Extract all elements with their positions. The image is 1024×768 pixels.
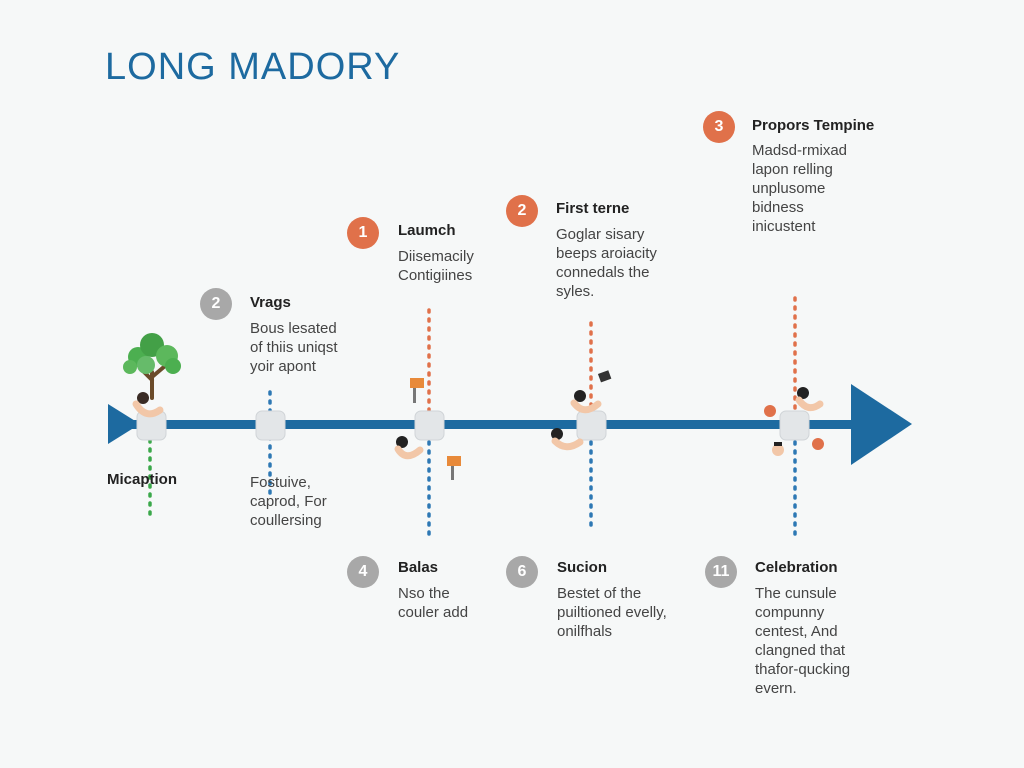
event-title: Vrags bbox=[250, 294, 291, 311]
timeline-node bbox=[576, 410, 607, 441]
start-label: Micaption bbox=[107, 471, 177, 488]
event-description: Madsd-rmixad lapon relling unplusome bid… bbox=[752, 142, 848, 235]
flag-icon bbox=[410, 378, 424, 403]
timeline-node bbox=[255, 410, 286, 441]
person-icon bbox=[132, 392, 164, 418]
timeline-tail bbox=[108, 404, 140, 444]
step-badge: 6 bbox=[506, 556, 538, 588]
event-description: Nso the couler add bbox=[398, 585, 469, 621]
timeline-bar bbox=[125, 420, 860, 429]
step-badge: 2 bbox=[200, 288, 232, 320]
person-icon bbox=[764, 405, 824, 456]
event-title: Balas bbox=[398, 559, 439, 576]
event-description: The cunsule compunny centest, And clangn… bbox=[755, 585, 851, 697]
event-title: Laumch bbox=[398, 222, 456, 239]
person-icon bbox=[551, 428, 584, 451]
step-badge: 3 bbox=[703, 111, 735, 143]
person-icon bbox=[570, 370, 612, 414]
timeline-arrowhead bbox=[851, 384, 912, 465]
event-description: Bous lesated of thiis uniqst yoir apont bbox=[250, 320, 338, 375]
timeline-node bbox=[414, 410, 445, 441]
node-note: Fostuive, caprod, For coullersing bbox=[250, 474, 327, 529]
step-badge: 4 bbox=[347, 556, 379, 588]
event-title: Celebration bbox=[755, 559, 838, 576]
flag-icon bbox=[447, 456, 461, 480]
event-title: Sucion bbox=[557, 559, 608, 576]
event-description: Goglar sisary beeps aroiacity connedals … bbox=[556, 226, 657, 300]
timeline-node bbox=[779, 410, 810, 441]
step-badge: 11 bbox=[705, 556, 737, 588]
step-badge: 2 bbox=[506, 195, 538, 227]
event-description: Bestet of the puiltioned evelly, onilfha… bbox=[557, 585, 667, 640]
event-title: First terne bbox=[556, 200, 630, 217]
event-description: Diisemacily Contigiines bbox=[398, 248, 474, 284]
tree-icon bbox=[123, 333, 181, 400]
person-icon bbox=[795, 387, 824, 412]
person-icon bbox=[394, 436, 424, 460]
event-title: Propors Tempine bbox=[752, 117, 875, 134]
step-badge: 1 bbox=[347, 217, 379, 249]
page-title: LONG MADORY bbox=[105, 46, 401, 88]
